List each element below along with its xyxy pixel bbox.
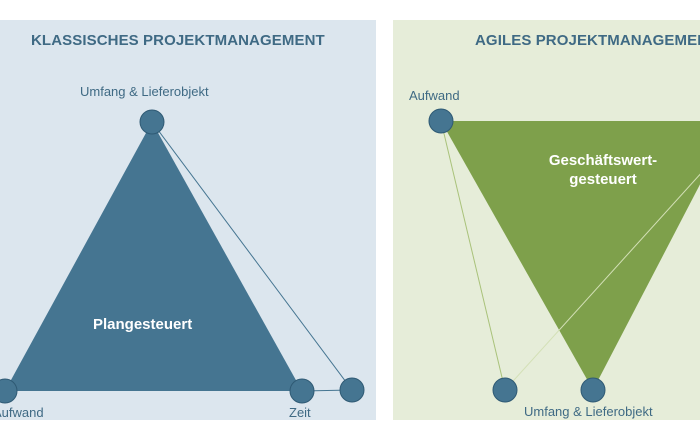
agile-title: AGILES PROJEKTMANAGEMENT (475, 32, 700, 49)
agile-vertex-shifted (492, 377, 518, 403)
agile-diagram (428, 108, 700, 403)
agile-left-label: Aufwand (409, 88, 460, 103)
classic-right-label: Zeit (289, 405, 311, 420)
classic-triangle-label: Plangesteuert (93, 316, 193, 333)
classic-triangle (5, 122, 302, 391)
classic-left-label: Aufwand (0, 405, 44, 420)
agile-shift-line-right (504, 173, 700, 391)
agile-shift-line-left (440, 120, 506, 391)
classic-shift-line (151, 121, 353, 391)
agile-vertex-left (428, 108, 454, 134)
agile-panel: AGILES PROJEKTMANAGEMENT Aufwand Umfang … (393, 20, 700, 420)
classic-panel: KLASSISCHES PROJEKTMANAGEMENT Umfang & L… (0, 20, 376, 420)
classic-vertex-shifted (339, 377, 365, 403)
agile-triangle (441, 121, 700, 390)
agile-triangle-label-line2: gesteuert (569, 171, 637, 188)
classic-vertex-left (0, 378, 18, 404)
classic-vertex-right (289, 378, 315, 404)
classic-top-label: Umfang & Lieferobjekt (80, 84, 209, 99)
classic-title: KLASSISCHES PROJEKTMANAGEMENT (31, 32, 325, 49)
agile-triangle-label-line1: Geschäftswert- (548, 152, 658, 169)
agile-vertex-bottom (580, 377, 606, 403)
classic-vertex-top (139, 109, 165, 135)
classic-diagram (0, 109, 365, 404)
agile-bottom-label: Umfang & Lieferobjekt (524, 404, 653, 419)
agile-triangle-label: Geschäftswert- gesteuert (543, 151, 663, 189)
